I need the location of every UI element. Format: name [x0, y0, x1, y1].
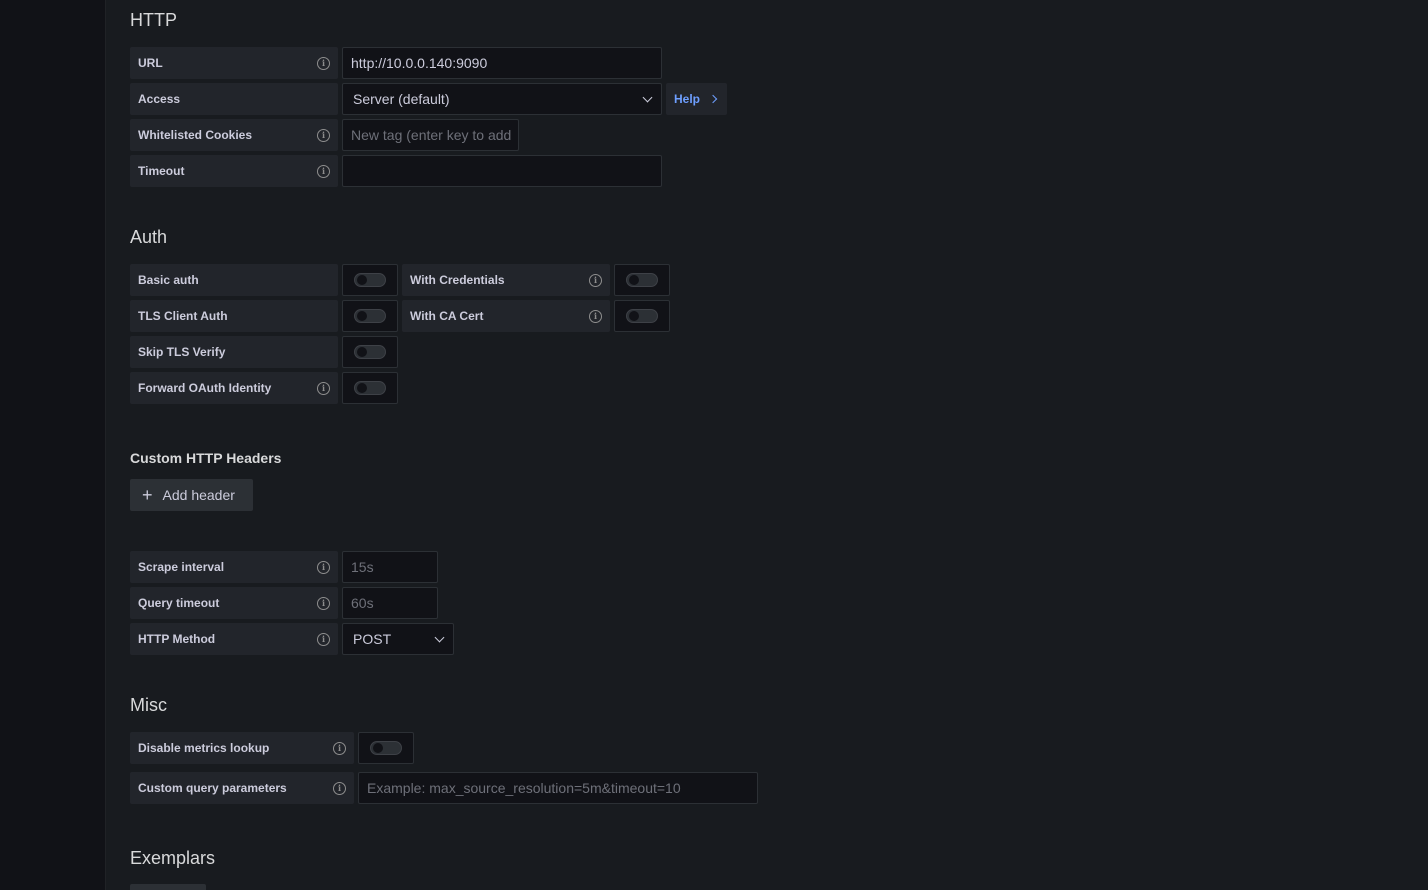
skip-tls-verify-label: Skip TLS Verify	[130, 336, 338, 368]
url-label: URL i	[130, 47, 338, 79]
http-method-label: HTTP Method i	[130, 623, 338, 655]
custom-query-input[interactable]: Example: max_source_resolution=5m&timeou…	[358, 772, 758, 804]
info-icon[interactable]: i	[317, 381, 330, 395]
add-header-label: Add header	[162, 487, 235, 503]
forward-oauth-label: Forward OAuth Identity i	[130, 372, 338, 404]
plus-icon: +	[142, 485, 153, 505]
skip-tls-verify-label-text: Skip TLS Verify	[138, 345, 226, 359]
misc-section-title: Misc	[130, 695, 167, 715]
tls-client-auth-toggle[interactable]	[342, 300, 398, 332]
access-select[interactable]: Server (default)	[342, 83, 662, 115]
http-method-label-text: HTTP Method	[138, 632, 216, 646]
toggle-switch[interactable]	[354, 345, 386, 359]
custom-query-label-text: Custom query parameters	[138, 781, 287, 795]
help-button[interactable]: Help	[666, 83, 727, 115]
timeout-input[interactable]	[342, 155, 662, 187]
tls-client-auth-label: TLS Client Auth	[130, 300, 338, 332]
with-ca-cert-label: With CA Cert i	[402, 300, 610, 332]
disable-metrics-label-text: Disable metrics lookup	[138, 741, 270, 755]
scrape-interval-input[interactable]: 15s	[342, 551, 438, 583]
toggle-switch[interactable]	[626, 273, 658, 287]
http-section-title: HTTP	[130, 10, 177, 30]
cookies-tag-input[interactable]: New tag (enter key to add	[342, 119, 519, 151]
info-icon[interactable]: i	[317, 128, 330, 142]
toggle-switch[interactable]	[354, 309, 386, 323]
info-icon[interactable]: i	[317, 632, 330, 646]
http-method-select[interactable]: POST	[342, 623, 454, 655]
query-timeout-input[interactable]: 60s	[342, 587, 438, 619]
scrape-interval-label: Scrape interval i	[130, 551, 338, 583]
custom-headers-title: Custom HTTP Headers	[130, 450, 282, 466]
info-icon[interactable]: i	[317, 164, 330, 178]
timeout-label-text: Timeout	[138, 164, 185, 178]
chevron-down-icon	[434, 632, 445, 642]
chevron-right-icon	[708, 94, 718, 104]
disable-metrics-label: Disable metrics lookup i	[130, 732, 354, 764]
with-credentials-toggle[interactable]	[614, 264, 670, 296]
query-timeout-label: Query timeout i	[130, 587, 338, 619]
with-credentials-label: With Credentials i	[402, 264, 610, 296]
http-method-value: POST	[353, 631, 392, 647]
toggle-switch[interactable]	[626, 309, 658, 323]
query-timeout-label-text: Query timeout	[138, 596, 220, 610]
url-input[interactable]: http://10.0.0.140:9090	[342, 47, 662, 79]
cookies-label-text: Whitelisted Cookies	[138, 128, 253, 142]
forward-oauth-toggle[interactable]	[342, 372, 398, 404]
access-select-value: Server (default)	[353, 91, 450, 107]
toggle-switch[interactable]	[354, 273, 386, 287]
info-icon[interactable]: i	[317, 56, 330, 70]
add-header-button[interactable]: + Add header	[130, 479, 253, 511]
custom-query-label: Custom query parameters i	[130, 772, 354, 804]
add-exemplar-button[interactable]	[130, 884, 206, 890]
skip-tls-verify-toggle[interactable]	[342, 336, 398, 368]
info-icon[interactable]: i	[317, 560, 330, 574]
tls-client-auth-label-text: TLS Client Auth	[138, 309, 228, 323]
datasource-settings: HTTP URL i http://10.0.0.140:9090 Access…	[106, 0, 1428, 890]
info-icon[interactable]: i	[589, 273, 602, 287]
forward-oauth-label-text: Forward OAuth Identity	[138, 381, 272, 395]
with-credentials-label-text: With Credentials	[410, 273, 505, 287]
with-ca-cert-label-text: With CA Cert	[410, 309, 484, 323]
scrape-interval-label-text: Scrape interval	[138, 560, 225, 574]
auth-section-title: Auth	[130, 227, 168, 247]
with-ca-cert-toggle[interactable]	[614, 300, 670, 332]
toggle-switch[interactable]	[354, 381, 386, 395]
info-icon[interactable]: i	[317, 596, 330, 610]
disable-metrics-toggle[interactable]	[358, 732, 414, 764]
info-icon[interactable]: i	[333, 781, 346, 795]
access-label: Access	[130, 83, 338, 115]
help-button-label: Help	[674, 92, 701, 106]
chevron-down-icon	[642, 92, 653, 102]
url-label-text: URL	[138, 56, 163, 70]
basic-auth-toggle[interactable]	[342, 264, 398, 296]
toggle-switch[interactable]	[370, 741, 402, 755]
timeout-label: Timeout i	[130, 155, 338, 187]
access-label-text: Access	[138, 92, 181, 106]
basic-auth-label-text: Basic auth	[138, 273, 199, 287]
info-icon[interactable]: i	[333, 741, 346, 755]
basic-auth-label: Basic auth	[130, 264, 338, 296]
cookies-label: Whitelisted Cookies i	[130, 119, 338, 151]
side-navigation	[0, 0, 106, 890]
exemplars-section-title: Exemplars	[130, 848, 216, 868]
info-icon[interactable]: i	[589, 309, 602, 323]
